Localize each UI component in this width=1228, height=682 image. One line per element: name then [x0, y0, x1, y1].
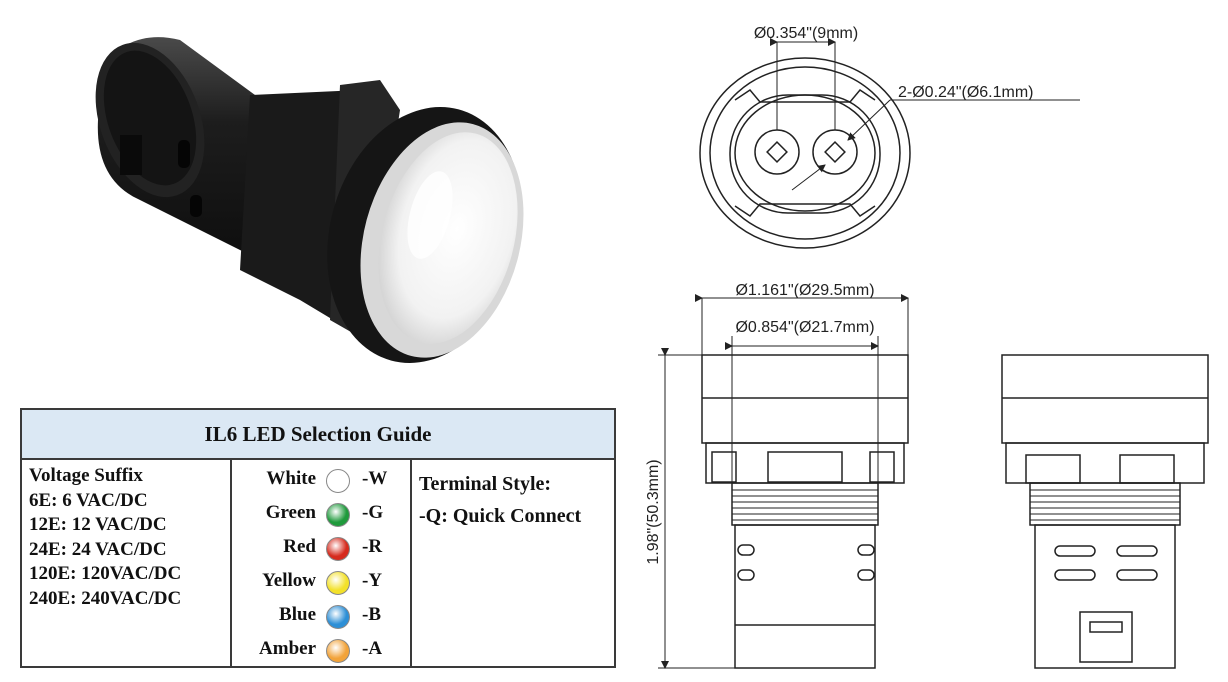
voltage-option: 240E: 240VAC/DC	[29, 587, 182, 609]
color-suffix: -R	[362, 536, 383, 557]
outer-diameter-label: Ø1.161"(Ø29.5mm)	[735, 282, 874, 299]
color-row-blue: Blue -B	[232, 600, 412, 634]
red-led-icon	[326, 537, 350, 561]
body-diameter-label: Ø0.854"(Ø21.7mm)	[735, 319, 874, 336]
color-name: Yellow	[262, 570, 316, 591]
color-row-red: Red -R	[232, 532, 412, 566]
terminal-header: Terminal Style:	[419, 473, 552, 495]
product-photo	[95, 37, 524, 363]
color-suffix: -Y	[362, 570, 383, 591]
led-selection-guide: IL6 LED Selection Guide Voltage Suffix 6…	[20, 408, 616, 668]
voltage-option: 24E: 24 VAC/DC	[29, 538, 167, 560]
color-row-amber: Amber -A	[232, 634, 412, 668]
voltage-header: Voltage Suffix	[29, 465, 143, 486]
color-row-white: White -W	[232, 464, 412, 498]
amber-led-icon	[326, 639, 350, 663]
color-name: White	[266, 468, 316, 489]
technical-drawing: Ø0.354"(9mm) 2-Ø0.24"(Ø6.1mm) Ø1.161"(Ø2…	[645, 25, 1209, 669]
white-led-icon	[326, 469, 350, 493]
indicator-light-photo	[95, 37, 524, 363]
pin-diameter-label: 2-Ø0.24"(Ø6.1mm)	[898, 84, 1034, 101]
color-row-yellow: Yellow -Y	[232, 566, 412, 600]
voltage-column: Voltage Suffix 6E: 6 VAC/DC 12E: 12 VAC/…	[22, 460, 232, 666]
color-column: White -W Green -G Red -R Yellow -Y Blue …	[232, 460, 412, 666]
voltage-option: 120E: 120VAC/DC	[29, 563, 182, 584]
yellow-led-icon	[326, 571, 350, 595]
color-suffix: -B	[362, 604, 381, 625]
color-name: Blue	[279, 604, 316, 625]
green-led-icon	[326, 503, 350, 527]
color-name: Red	[283, 536, 316, 557]
color-suffix: -W	[362, 468, 388, 489]
guide-title: IL6 LED Selection Guide	[22, 410, 614, 460]
color-suffix: -G	[362, 502, 384, 523]
color-name: Amber	[259, 638, 316, 659]
blue-led-icon	[326, 605, 350, 629]
pin-spacing-label: Ø0.354"(9mm)	[754, 25, 858, 42]
terminal-column: Terminal Style: -Q: Quick Connect	[412, 460, 614, 666]
height-label: 1.98"(50.3mm)	[645, 459, 662, 564]
voltage-option: 12E: 12 VAC/DC	[29, 514, 167, 535]
front-view	[658, 294, 909, 669]
color-row-green: Green -G	[232, 498, 412, 532]
top-view	[699, 38, 1080, 249]
side-view	[1001, 354, 1209, 669]
color-name: Green	[265, 502, 316, 523]
terminal-option: -Q: Quick Connect	[419, 505, 582, 527]
color-suffix: -A	[362, 638, 383, 659]
voltage-option: 6E: 6 VAC/DC	[29, 489, 148, 511]
